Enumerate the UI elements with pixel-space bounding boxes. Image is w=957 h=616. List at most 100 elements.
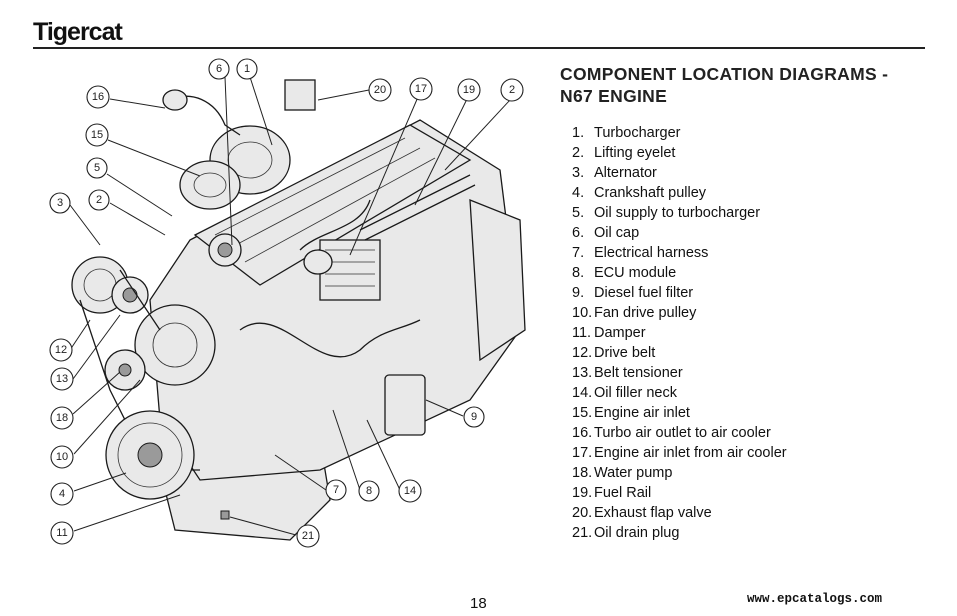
valve-cover [193, 124, 472, 286]
legend-item: 4. Crankshaft pulley [572, 183, 787, 203]
legend-num: 12. [572, 345, 593, 361]
callout-15: 15 [85, 123, 109, 147]
fuel-rail-shape [359, 174, 471, 231]
legend-label: Oil filler neck [594, 385, 677, 401]
legend-num: 18. [572, 465, 593, 481]
callout-14: 14 [398, 479, 422, 503]
legend-item: 14.Oil filler neck [572, 383, 787, 403]
legend-item: 21.Oil drain plug [572, 523, 787, 543]
callout-label: 4 [59, 488, 65, 500]
legend-item: 13.Belt tensioner [572, 363, 787, 383]
fuel-filter-shape [384, 374, 426, 436]
callout-10: 10 [50, 445, 74, 469]
water-pump-shape [134, 304, 216, 386]
title-line-2: N67 ENGINE [560, 86, 668, 106]
leader-lines [69, 76, 511, 536]
legend-label: Engine air inlet from air cooler [594, 445, 787, 461]
callout-label: 9 [471, 411, 477, 423]
callout-label: 17 [415, 83, 427, 95]
legend-label: Engine air inlet [594, 405, 690, 421]
header-rule [33, 47, 925, 49]
callout-label: 18 [56, 412, 68, 424]
callout-label: 2 [96, 194, 102, 206]
legend-num: 5. [572, 205, 585, 221]
component-legend: 1.Turbocharger 2.Lifting eyelet 3.Altern… [572, 123, 787, 543]
legend-num: 8. [572, 265, 585, 281]
callout-label: 19 [463, 84, 475, 96]
legend-num: 6. [572, 225, 585, 241]
callout-6: 6 [208, 58, 230, 80]
legend-num: 10. [572, 305, 593, 321]
callout-20: 20 [368, 78, 392, 102]
callout-label: 13 [56, 373, 68, 385]
callout-2-left: 2 [88, 189, 110, 211]
callout-16: 16 [86, 85, 110, 109]
website-link[interactable]: www.epcatalogs.com [747, 592, 883, 606]
callout-label: 1 [244, 63, 250, 75]
callout-label: 5 [94, 162, 100, 174]
legend-num: 20. [572, 505, 593, 521]
title-line-1: COMPONENT LOCATION DIAGRAMS - [560, 64, 889, 84]
legend-num: 19. [572, 485, 593, 501]
legend-num: 14. [572, 385, 593, 401]
legend-item: 5. Oil supply to turbocharger [572, 203, 787, 223]
legend-num: 11. [572, 325, 592, 341]
legend-num: 16. [572, 425, 593, 441]
page-title: COMPONENT LOCATION DIAGRAMS - N67 ENGINE [560, 63, 940, 107]
legend-item: 3.Alternator [572, 163, 787, 183]
callout-1: 1 [236, 58, 258, 80]
legend-item: 19.Fuel Rail [572, 483, 787, 503]
legend-num: 9. [572, 285, 585, 301]
legend-label: Fuel Rail [594, 485, 652, 501]
legend-num: 21. [572, 525, 593, 541]
legend-item: 7. Electrical harness [572, 243, 787, 263]
legend-label: Crankshaft pulley [594, 185, 707, 201]
callout-label: 11 [56, 527, 67, 539]
electrical-harness-shape [239, 319, 421, 358]
callout-18: 18 [50, 406, 74, 430]
callout-label: 12 [55, 344, 67, 356]
callout-7: 7 [325, 479, 347, 501]
callout-17: 17 [409, 77, 433, 101]
legend-label: Oil supply to turbocharger [594, 205, 761, 221]
legend-item: 18.Water pump [572, 463, 787, 483]
legend-item: 16.Turbo air outlet to air cooler [572, 423, 787, 443]
legend-label: Damper [594, 325, 646, 341]
callout-label: 3 [57, 197, 63, 209]
engine-illustration [71, 79, 526, 541]
oil-drain-plug-shape [220, 510, 230, 520]
callout-label: 16 [92, 91, 104, 103]
legend-item: 11.Damper [572, 323, 787, 343]
legend-item: 20.Exhaust flap valve [572, 503, 787, 523]
page-number: 18 [470, 595, 487, 612]
legend-label: Fan drive pulley [594, 305, 697, 321]
engine-diagram: 6 1 20 17 19 2 16 15 5 3 2 12 13 18 10 4… [49, 58, 526, 548]
legend-item: 2.Lifting eyelet [572, 143, 787, 163]
legend-num: 3. [572, 165, 585, 181]
legend-item: 1.Turbocharger [572, 123, 787, 143]
legend-label: Belt tensioner [594, 365, 683, 381]
callout-label: 8 [366, 485, 372, 497]
callout-label: 20 [374, 84, 386, 96]
legend-num: 13. [572, 365, 593, 381]
callout-11: 11 [50, 521, 74, 545]
legend-item: 10.Fan drive pulley [572, 303, 787, 323]
callout-label: 2 [509, 84, 515, 96]
exhaust-flap-valve-shape [284, 79, 316, 111]
legend-num: 15. [572, 405, 593, 421]
callout-5: 5 [86, 157, 108, 179]
callout-2-top: 2 [500, 78, 524, 102]
callout-label: 6 [216, 63, 222, 75]
legend-item: 8. ECU module [572, 263, 787, 283]
tigercat-logo: Tigercat [33, 18, 123, 46]
legend-item: 17.Engine air inlet from air cooler [572, 443, 787, 463]
legend-num: 7. [572, 245, 585, 261]
legend-num: 2. [572, 145, 585, 161]
legend-label: Electrical harness [594, 245, 709, 261]
legend-num: 17. [572, 445, 593, 461]
callout-8: 8 [358, 480, 380, 502]
legend-label: Oil cap [594, 225, 640, 241]
legend-label: ECU module [594, 265, 677, 281]
legend-label: Water pump [594, 465, 673, 481]
legend-num: 4. [572, 185, 585, 201]
